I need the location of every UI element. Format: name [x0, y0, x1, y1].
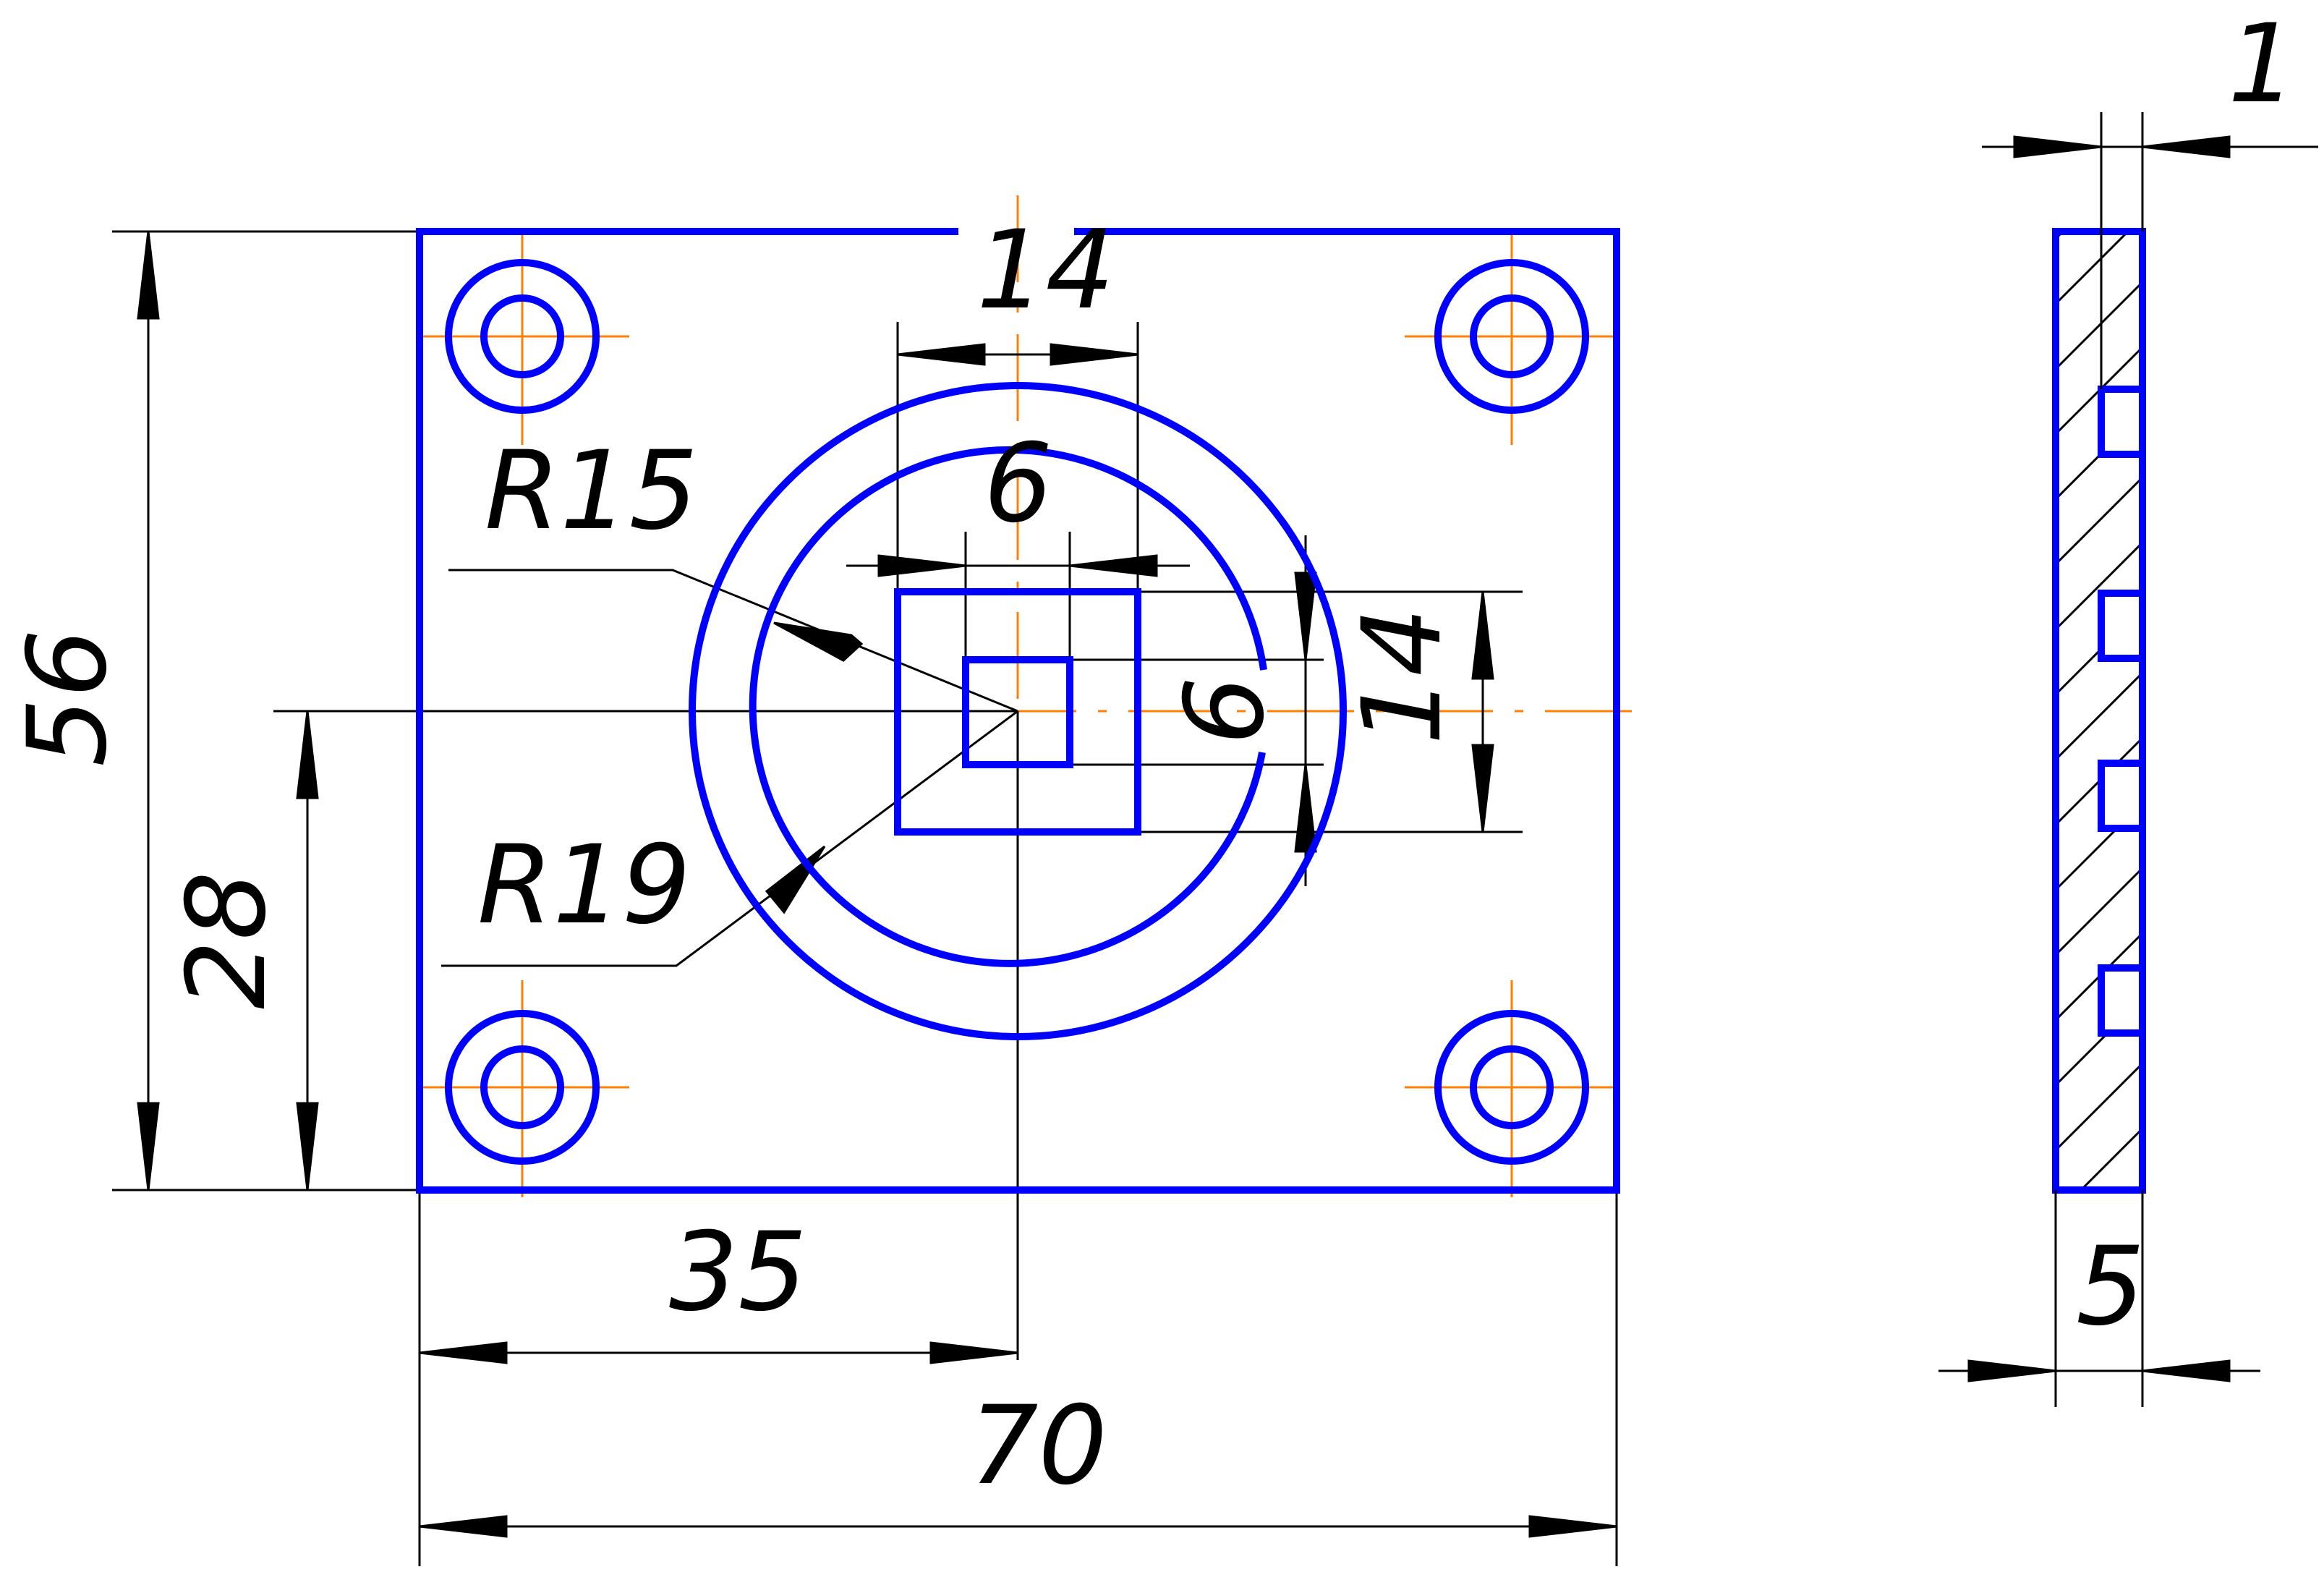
- dim-6h-arrow-left: [877, 554, 966, 577]
- dim-6h-text: 6: [984, 421, 1052, 547]
- dim-14v-arrow-top: [1471, 591, 1494, 680]
- recess-4: [2098, 964, 2142, 1037]
- inner-recess-arc: [749, 446, 1267, 967]
- dim-70-arrow-left: [419, 1515, 508, 1538]
- dim-5-arrow-right: [2142, 1359, 2231, 1382]
- dim-6v-arrow-top: [1294, 572, 1317, 660]
- extension-lines: [112, 230, 1618, 1566]
- dim-14h-arrow-left: [897, 343, 986, 366]
- dim-6v-arrow-bottom: [1294, 764, 1317, 853]
- dim-28-arrow-top: [296, 710, 319, 799]
- hole-tl-outer: [445, 259, 600, 414]
- dim-14h-text: 14: [976, 208, 1115, 333]
- side-dimension-texts: 1 5: [2076, 1, 2297, 1350]
- section-hatching: [2056, 231, 2142, 1192]
- dim-1-arrow-right: [2142, 135, 2231, 158]
- dim-1-text: 1: [2228, 1, 2297, 127]
- hole-bl-inner: [480, 1045, 564, 1129]
- plate-outline: [416, 228, 1620, 1194]
- dimension-texts: 70 35 14 6 R15 R19 56 28 14 6: [5, 208, 1465, 1509]
- side-dimension-lines: [1938, 135, 2318, 1382]
- dim-r19-text: R19: [477, 823, 691, 948]
- front-view: 70 35 14 6 R15 R19 56 28 14 6: [5, 195, 1649, 1566]
- dim-35-arrow-right: [929, 1341, 1018, 1364]
- recess-1: [2098, 386, 2142, 458]
- dim-28-arrow-bottom: [296, 1102, 319, 1191]
- dim-14v-arrow-bottom: [1471, 744, 1494, 833]
- hole-tl-inner: [480, 294, 564, 378]
- hole-br-outer: [1434, 1010, 1589, 1165]
- dim-56-arrow-bottom: [137, 1102, 160, 1191]
- dim-28-text: 28: [164, 871, 290, 1009]
- side-outline: [2052, 228, 2146, 1194]
- hole-br-inner: [1470, 1045, 1554, 1129]
- square-boss: [894, 588, 1141, 836]
- outlines: [416, 228, 1620, 1194]
- dim-70-arrow-right: [1528, 1515, 1617, 1538]
- leader-r19: [441, 710, 1018, 967]
- dim-70-text: 70: [969, 1383, 1107, 1509]
- outer-boss-circle: [689, 382, 1347, 1040]
- dim-5-arrow-left: [1967, 1359, 2056, 1382]
- dim-56-text: 56: [5, 629, 131, 767]
- hole-tr-inner: [1470, 294, 1554, 378]
- square-pocket: [962, 656, 1073, 768]
- dim-6h-arrow-right: [1069, 554, 1158, 577]
- dim-35-arrow-left: [419, 1341, 508, 1364]
- side-recesses: [2098, 386, 2142, 1037]
- dim-6v-text: 6: [1162, 676, 1288, 745]
- side-view: 1 5: [1938, 1, 2318, 1407]
- dimension-lines: [137, 231, 1617, 1538]
- dim-35-text: 35: [669, 1210, 807, 1335]
- dim-r15-arrow: [773, 621, 864, 662]
- dim-r15-text: R15: [485, 428, 698, 554]
- dim-5-text: 5: [2076, 1224, 2145, 1350]
- hatch-lines: [2056, 231, 2142, 1192]
- dim-1-arrow-left: [2013, 135, 2102, 158]
- hole-tr-outer: [1434, 259, 1589, 414]
- hole-bl-outer: [445, 1010, 600, 1165]
- dim-56-arrow-top: [137, 231, 160, 320]
- dim-14h-arrow-right: [1050, 343, 1138, 366]
- recess-2: [2098, 590, 2142, 662]
- recess-3: [2098, 760, 2142, 832]
- dim-14v-text: 14: [1340, 607, 1465, 745]
- leader-r15: [448, 569, 1018, 713]
